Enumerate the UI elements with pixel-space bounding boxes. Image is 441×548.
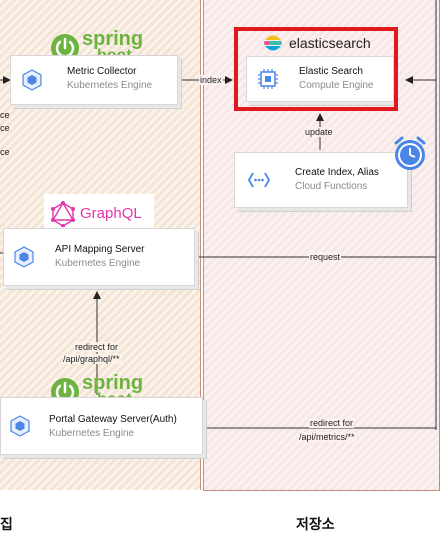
edge-label-redirect-graphql-path: /api/graphql/** (62, 354, 121, 364)
node-subtitle: Compute Engine (299, 80, 374, 91)
node-subtitle: Kubernetes Engine (67, 80, 153, 91)
portal-gateway-node[interactable]: Portal Gateway Server(Auth) Kubernetes E… (0, 397, 203, 455)
node-title: Portal Gateway Server(Auth) (49, 414, 177, 425)
kubernetes-engine-icon (10, 415, 30, 437)
metric-collector-node[interactable]: Metric Collector Kubernetes Engine (10, 55, 178, 105)
elastic-icon (264, 35, 282, 51)
node-title: Create Index, Alias (295, 167, 379, 178)
node-title: Metric Collector (67, 66, 137, 77)
cloud-functions-icon (247, 172, 271, 188)
node-subtitle: Cloud Functions (295, 181, 368, 192)
fragment-text: ce (0, 147, 10, 157)
elasticsearch-logo: elasticsearch (262, 32, 392, 54)
node-title: Elastic Search (299, 66, 363, 77)
cloud-scheduler-clock-icon (394, 136, 426, 170)
node-title: API Mapping Server (55, 244, 145, 255)
kubernetes-engine-icon (14, 246, 34, 268)
footer-storage-label: 저장소 (296, 517, 335, 533)
graphql-icon (51, 201, 75, 227)
node-subtitle: Kubernetes Engine (55, 258, 141, 269)
elastic-search-node[interactable]: Elastic Search Compute Engine (246, 56, 394, 102)
edge-label-redirect-metrics-path: /api/metrics/** (298, 432, 356, 442)
compute-engine-icon (258, 69, 278, 89)
highlight-box (234, 27, 398, 111)
footer-left-label: 집 (0, 517, 13, 533)
spring-word: spring (82, 372, 144, 394)
edge-label-redirect-metrics: redirect for (309, 418, 355, 428)
edge-label-update: update (304, 127, 334, 137)
elastic-word: elasticsearch (289, 35, 371, 51)
spring-word: spring (82, 28, 144, 50)
kubernetes-engine-icon (22, 69, 42, 91)
graphql-word: GraphQL (80, 205, 142, 222)
edge-label-redirect-graphql: redirect for (74, 342, 120, 352)
fragment-text: ce (0, 123, 10, 133)
graphql-logo: GraphQL (44, 194, 154, 234)
edge-label-index: index (199, 75, 223, 85)
fragment-text: ce (0, 110, 10, 120)
edge-label-request: request (309, 252, 342, 262)
create-index-node[interactable]: Create Index, Alias Cloud Functions (234, 152, 408, 208)
api-mapping-node[interactable]: API Mapping Server Kubernetes Engine (3, 228, 195, 286)
node-subtitle: Kubernetes Engine (49, 428, 135, 439)
